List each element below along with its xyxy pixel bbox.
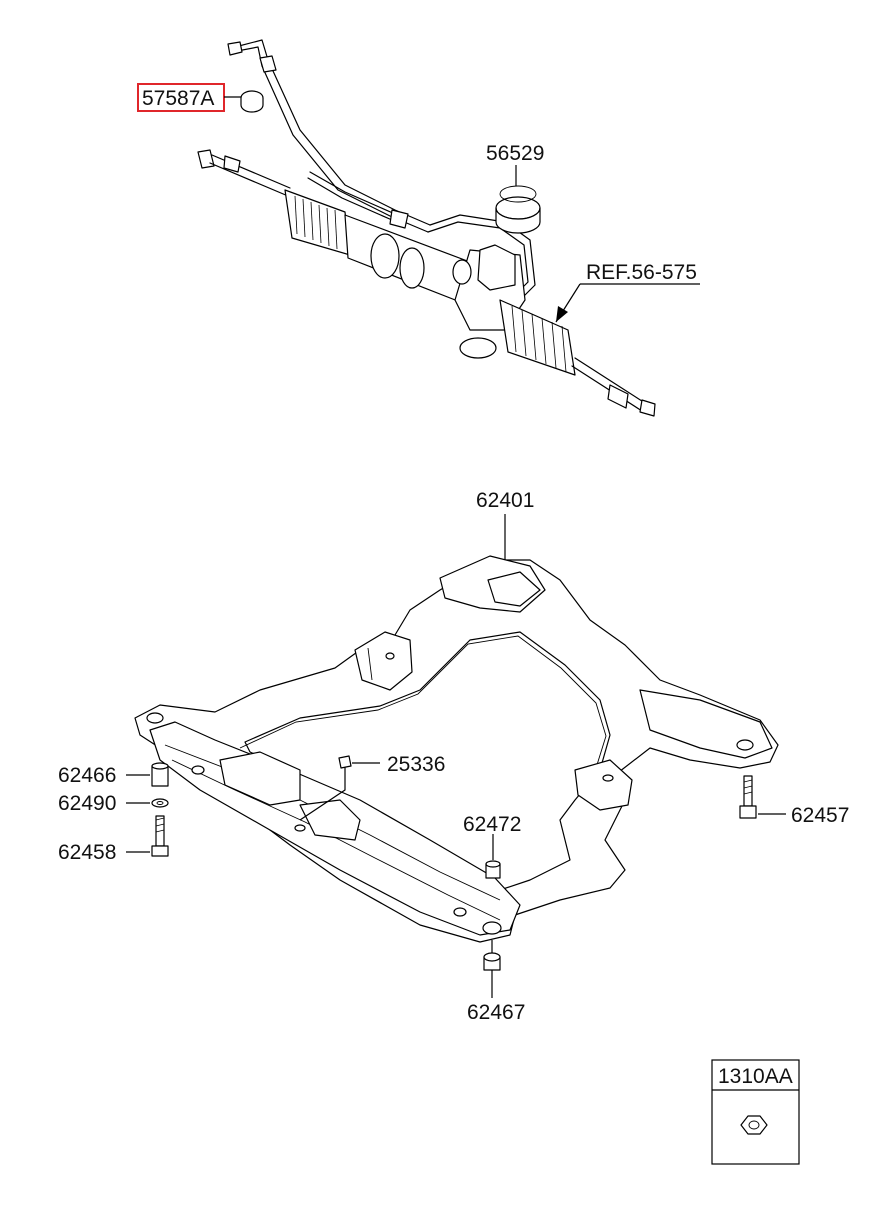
part-label-62466[interactable]: 62466 <box>58 764 116 787</box>
bolt-25336 <box>299 755 352 821</box>
part-label-56529[interactable]: 56529 <box>486 142 544 165</box>
bolt-62457 <box>739 775 757 819</box>
part-label-62467[interactable]: 62467 <box>467 1001 525 1024</box>
part-label-62401[interactable]: 62401 <box>476 489 534 512</box>
ref-arrowhead <box>556 306 568 322</box>
steering-gear-assembly <box>197 39 656 417</box>
part-label-1310AA[interactable]: 1310AA <box>718 1065 793 1088</box>
nut-62467 <box>483 952 501 971</box>
part-label-62490[interactable]: 62490 <box>58 792 116 815</box>
ref-label[interactable]: REF.56-575 <box>586 261 697 284</box>
part-label-25336[interactable]: 25336 <box>387 753 445 776</box>
legend-box-1310AA <box>711 1059 800 1165</box>
front-subframe-62401 <box>134 555 779 943</box>
nut-62472 <box>485 860 501 879</box>
clip-57587A <box>240 90 264 113</box>
washer-62490 <box>151 798 169 808</box>
bushing-62466 <box>151 762 169 787</box>
part-label-62472[interactable]: 62472 <box>463 813 521 836</box>
hex-nut-icon <box>740 1115 768 1135</box>
bolt-62458 <box>151 815 169 857</box>
dust-cap-56529 <box>495 185 541 234</box>
part-label-62457[interactable]: 62457 <box>791 804 849 827</box>
part-label-62458[interactable]: 62458 <box>58 841 116 864</box>
part-label-57587A[interactable]: 57587A <box>142 87 214 110</box>
